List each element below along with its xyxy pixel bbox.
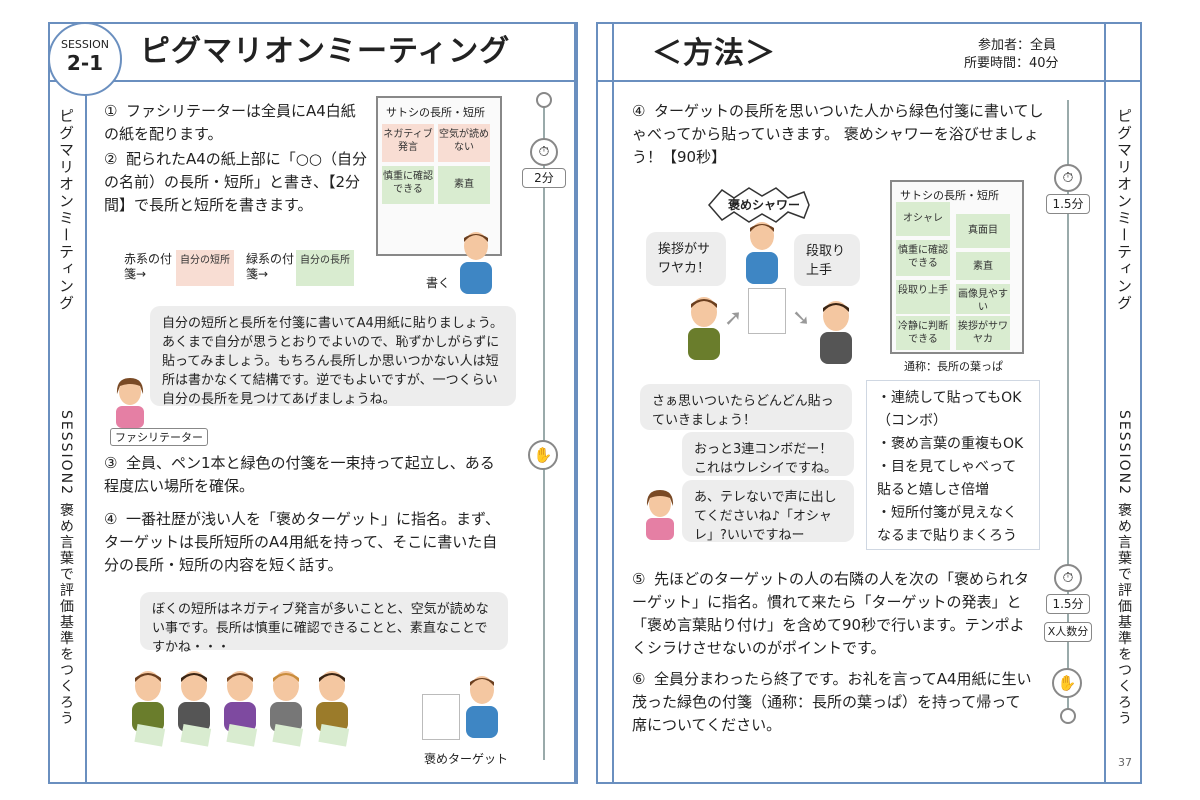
arrow-right-icon: ➘ [792, 306, 811, 331]
right-facilitator-bubble-3: あ、テレないで声に出してくださいね♪「オシャレ」?いいですねー [682, 480, 854, 543]
right-timer-badge-1: 1.5分 [1046, 194, 1090, 214]
group-person-5-icon [312, 668, 352, 752]
page-title: ピグマリオンミーティング [140, 34, 511, 69]
group-person-1-icon [128, 668, 168, 752]
target-caption: 褒めターゲット [424, 752, 509, 766]
participants-text: 参加者：全員 [978, 38, 1057, 53]
tip-2: ・褒め言葉の重複もOK [877, 436, 1024, 452]
left-side-session: SESSION2 褒め言葉で評価基準をつくろう [58, 410, 74, 727]
left-page-frame [48, 22, 576, 784]
group-person-4-icon [266, 668, 306, 752]
group-person-2-icon [174, 668, 214, 752]
right-timeline [1067, 100, 1069, 720]
right-inner-rule [612, 22, 614, 784]
shower-left-person-icon [684, 294, 724, 364]
right-side-title: ピグマリオンミーティング [1115, 108, 1133, 312]
hand-stop-icon: ✋ [528, 440, 558, 470]
right-board-sticky-6: 画像見やすい [956, 284, 1010, 314]
left-board-sticky-3: 慎重に確認できる [382, 166, 434, 204]
target-paper [422, 694, 460, 740]
tip-4: ・短所付箋が見えなくなるまで貼りまくろう [877, 505, 1017, 544]
left-timeline [543, 100, 545, 760]
right-board-caption: 通称：長所の葉っぱ [904, 360, 1003, 373]
right-board-sticky-8: 挨拶がサワヤカ [956, 316, 1010, 350]
facilitator-tag: ファシリテーター [110, 428, 208, 446]
left-timer-badge: 2分 [522, 168, 566, 188]
greeting-bubble: 挨拶がサワヤカ！ [646, 232, 726, 286]
left-inner-rule [576, 22, 578, 784]
shower-paper [748, 288, 786, 334]
legend-green-label: 緑系の付箋→ [246, 252, 295, 281]
right-stopwatch-icon-2: ⏱ [1054, 564, 1082, 592]
right-facilitator-bubble-2: おっと3連コンボだー！これはウレシイですね。 [682, 432, 854, 476]
left-side-title: ピグマリオンミーティング [57, 108, 75, 312]
shower-target-icon [742, 220, 782, 288]
duration-text: 所要時間：40分 [964, 56, 1059, 71]
praise-shower-label: 褒めシャワー [728, 198, 801, 212]
right-side-rule [1104, 22, 1106, 784]
right-stopwatch-icon-1: ⏱ [1054, 164, 1082, 192]
page-number: 37 [1118, 756, 1132, 769]
right-timer-badge-3: X人数分 [1044, 622, 1092, 642]
right-header-rule [596, 80, 1142, 82]
tip-3: ・目を見てしゃべって貼ると嬉しさ倍増 [877, 459, 1017, 498]
legend-red-sticky: 自分の短所 [176, 250, 234, 286]
right-facilitator-bubble-1: さぁ思いついたらどんどん貼っていきましょう！ [640, 384, 852, 430]
tip-1: ・連続して貼ってもOK（コンボ） [877, 390, 1022, 429]
legend-red-label: 赤系の付箋→ [124, 252, 173, 281]
right-timeline-end-dot [1060, 708, 1076, 724]
left-board-sticky-4: 素直 [438, 166, 490, 204]
left-board-sticky-2: 空気が読めない [438, 124, 490, 162]
right-board-title: サトシの長所・短所 [900, 189, 999, 202]
left-board-title: サトシの長所・短所 [386, 106, 485, 119]
facilitator-icon [110, 376, 150, 432]
praise-shower-burst [704, 186, 814, 224]
left-board-caption: 書く [426, 276, 451, 290]
session-label: SESSION [60, 38, 110, 51]
shower-right-person-icon [816, 298, 856, 368]
right-board-sticky-3: 慎重に確認できる [896, 240, 950, 276]
method-title: ＜方法＞ [652, 36, 776, 71]
group-person-3-icon [220, 668, 260, 752]
legend-green-sticky: 自分の長所 [296, 250, 354, 286]
arrow-left-icon: ➚ [724, 306, 743, 331]
right-board-sticky-2: 真面目 [956, 214, 1010, 248]
right-board-sticky-5: 段取り上手 [896, 280, 950, 314]
target-person-icon [462, 674, 502, 742]
facilitator-bubble: 自分の短所と長所を付箋に書いてA4用紙に貼りましょう。あくまで自分が思うとおりで… [150, 306, 516, 407]
stopwatch-icon: ⏱ [530, 138, 558, 166]
right-board-sticky-7: 冷静に判断できる [896, 316, 950, 350]
right-facilitator-icon [640, 488, 680, 544]
right-page-frame [596, 22, 1142, 784]
left-header-rule [48, 80, 576, 82]
right-side-session: SESSION2 褒め言葉で評価基準をつくろう [1116, 410, 1132, 727]
timeline-start-dot [536, 92, 552, 108]
person-writer-icon [456, 230, 496, 298]
right-timer-badge-2: 1.5分 [1046, 594, 1090, 614]
right-hand-stop-icon: ✋ [1052, 668, 1082, 698]
session-number: 2-1 [66, 51, 104, 75]
target-bubble: ぼくの短所はネガティブ発言が多いことと、空気が読めない事です。長所は慎重に確認で… [140, 592, 508, 655]
right-board-sticky-4: 素直 [956, 252, 1010, 280]
right-board-sticky-1: オシャレ [896, 202, 950, 236]
left-board-sticky-1: ネガティブ発言 [382, 124, 434, 162]
tips-box: ・連続して貼ってもOK（コンボ） ・褒め言葉の重複もOK ・目を見てしゃべって貼… [866, 380, 1040, 550]
session-circle: SESSION 2-1 [48, 22, 122, 96]
left-side-rule [85, 22, 87, 784]
dandori-bubble: 段取り上手 [794, 234, 860, 286]
